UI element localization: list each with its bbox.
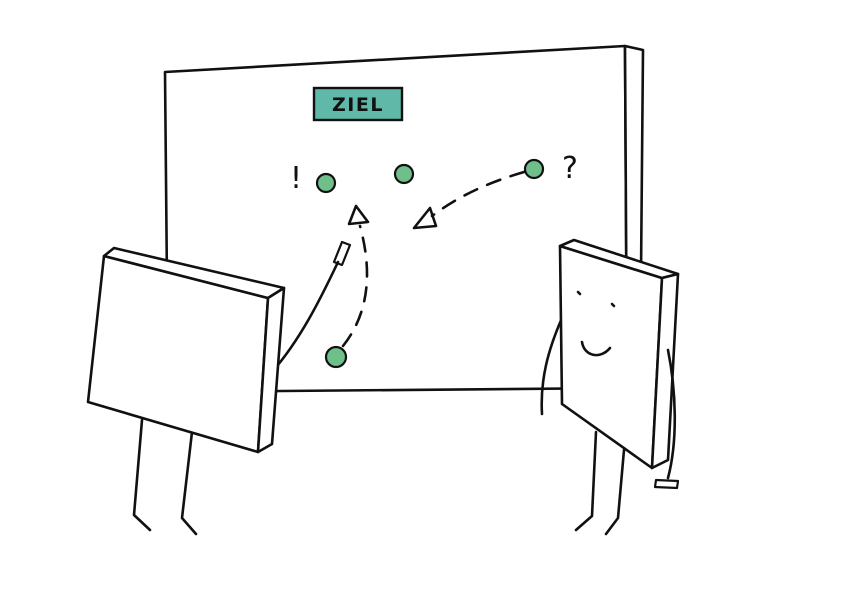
question-mark: ?	[562, 151, 578, 186]
right-character-front	[558, 244, 664, 470]
right-leg	[180, 430, 198, 536]
arrow-path	[430, 170, 526, 218]
right-character-back-arm	[540, 316, 564, 416]
left-eye	[576, 290, 582, 296]
left-character-legs	[132, 418, 198, 536]
arrow-head	[412, 206, 438, 230]
arrow-path	[341, 224, 369, 348]
arrow-head	[347, 204, 370, 226]
left-character-side	[256, 286, 286, 454]
arrow-right-to-center	[412, 170, 526, 230]
left-leg	[574, 430, 598, 532]
right-character-legs	[574, 430, 626, 536]
right-character-arm	[666, 348, 677, 480]
right-leg	[604, 448, 626, 536]
goal-label-box	[312, 86, 404, 122]
goal-label-text: ZIEL	[332, 94, 384, 116]
right-character-side	[650, 272, 680, 470]
left-character-arm	[270, 260, 340, 374]
goal-label: ZIEL	[312, 86, 404, 122]
start-dot-right	[523, 158, 545, 180]
right-character-face	[576, 290, 616, 357]
target-dot-left	[315, 172, 337, 194]
held-marker	[653, 478, 680, 490]
target-dot-middle	[393, 163, 415, 185]
start-dot-bottom	[324, 345, 348, 369]
smile	[580, 340, 612, 357]
exclamation-mark: !	[290, 161, 302, 196]
left-leg	[132, 418, 152, 532]
pointer-pen	[332, 240, 352, 267]
right-eye	[610, 302, 616, 308]
arrow-bottom-to-left-dot	[341, 204, 370, 348]
right-character-body	[558, 238, 680, 470]
left-character-body	[86, 246, 286, 454]
